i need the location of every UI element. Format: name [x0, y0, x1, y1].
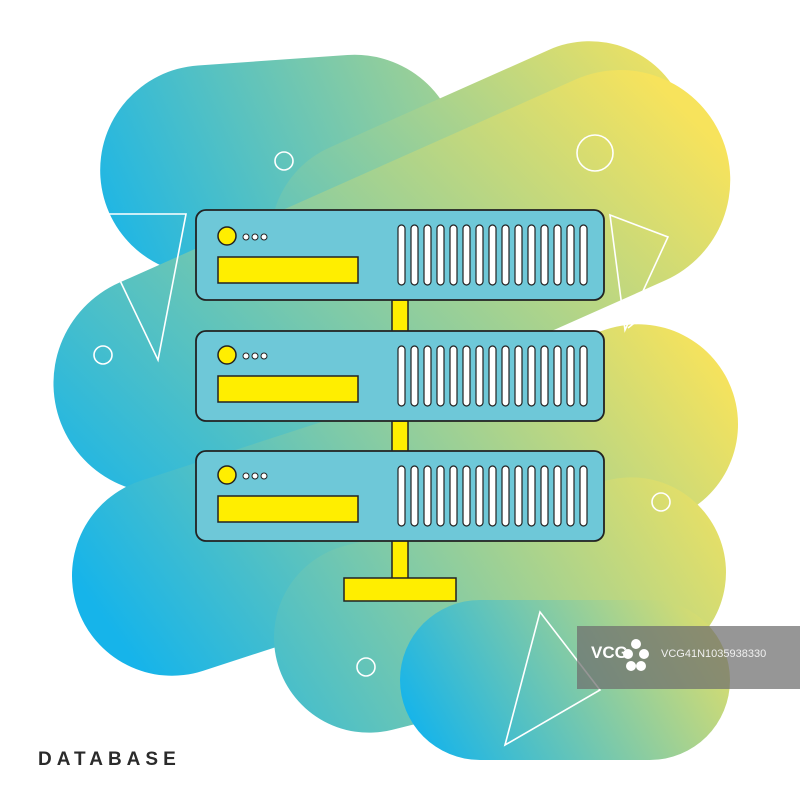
decor-line [104, 213, 187, 363]
decor-circle [356, 657, 376, 677]
watermark: VCG VCG41N1035938330 [577, 626, 800, 689]
decor-triangle [609, 213, 670, 333]
decor-circle [576, 134, 614, 172]
decor-circle [93, 345, 113, 365]
decor-triangle [503, 610, 602, 747]
decor-circle [651, 492, 671, 512]
decor-line [627, 257, 719, 329]
server-unit [195, 450, 605, 542]
watermark-id: VCG41N1035938330 [661, 648, 767, 660]
watermark-logo: VCG [591, 643, 628, 662]
database-server-icon [195, 209, 605, 602]
caption-title: DATABASE [38, 749, 181, 770]
server-unit [195, 209, 605, 301]
decorations [93, 134, 719, 747]
watermark-flower-icon [623, 639, 649, 671]
decor-circle [274, 151, 294, 171]
server-unit [195, 330, 605, 422]
